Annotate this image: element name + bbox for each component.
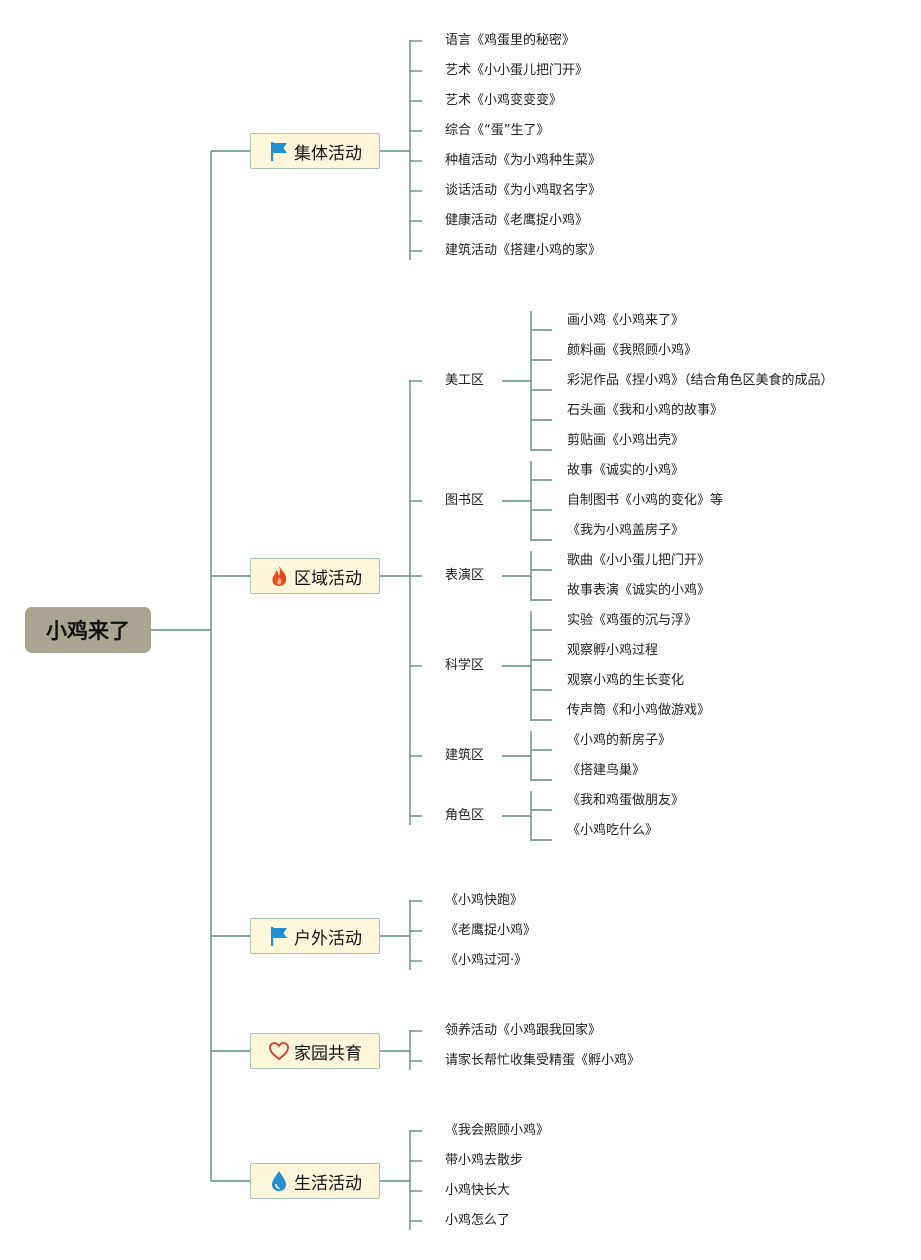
activity-item: 小鸡快长大 (445, 1183, 511, 1198)
activity-item: 《小鸡的新房子》 (567, 733, 672, 748)
zone-label: 科学区 (445, 658, 485, 673)
category-node[interactable]: 区域活动 (250, 558, 380, 594)
flag-icon (268, 140, 290, 162)
category-label: 户外活动 (294, 928, 362, 949)
activity-item: 语言《鸡蛋里的秘密》 (445, 33, 576, 48)
category-node[interactable]: 家园共育 (250, 1033, 380, 1069)
zone-label: 表演区 (445, 568, 485, 583)
activity-item: 自制图书《小鸡的变化》等 (567, 493, 724, 508)
activity-item: 种植活动《为小鸡种生菜》 (445, 153, 602, 168)
activity-item: 故事《诚实的小鸡》 (567, 463, 685, 478)
flag-icon (268, 925, 290, 947)
activity-item: 颜料画《我照顾小鸡》 (567, 343, 698, 358)
activity-item: 画小鸡《小鸡来了》 (567, 313, 685, 328)
activity-item: 综合《“蛋”生了》 (445, 123, 550, 138)
zone-label: 图书区 (445, 493, 485, 508)
category-node[interactable]: 生活活动 (250, 1163, 380, 1199)
activity-item: 观察孵小鸡过程 (567, 643, 659, 658)
activity-item: 艺术《小小蛋儿把门开》 (445, 63, 589, 78)
category-label: 家园共育 (294, 1043, 362, 1064)
activity-item: 谈话活动《为小鸡取名字》 (445, 183, 602, 198)
activity-item: 《小鸡快跑》 (445, 893, 524, 908)
activity-item: 彩泥作品《捏小鸡》（结合角色区美食的成品） (567, 373, 834, 388)
activity-item: 建筑活动《搭建小鸡的家》 (445, 243, 602, 258)
activity-item: 石头画《我和小鸡的故事》 (567, 403, 724, 418)
water-drop-icon (268, 1170, 290, 1192)
activity-item: 健康活动《老鹰捉小鸡》 (445, 213, 589, 228)
activity-item: 《我会照顾小鸡》 (445, 1123, 550, 1138)
activity-item: 歌曲《小小蛋儿把门开》 (567, 553, 711, 568)
activity-item: 《我为小鸡盖房子》 (567, 523, 685, 538)
category-label: 集体活动 (294, 143, 362, 164)
activity-item: 剪贴画《小鸡出壳》 (567, 433, 685, 448)
zone-label: 角色区 (445, 808, 485, 823)
activity-item: 故事表演《诚实的小鸡》 (567, 583, 711, 598)
activity-item: 《小鸡过河·》 (445, 953, 528, 968)
category-label: 区域活动 (294, 568, 362, 589)
category-node[interactable]: 户外活动 (250, 918, 380, 954)
activity-item: 传声筒《和小鸡做游戏》 (567, 703, 711, 718)
category-node[interactable]: 集体活动 (250, 133, 380, 169)
category-label: 生活活动 (294, 1173, 362, 1194)
activity-item: 《搭建鸟巢》 (567, 763, 646, 778)
root-node[interactable]: 小鸡来了 (25, 607, 151, 653)
zone-label: 美工区 (445, 373, 485, 388)
activity-item: 实验《鸡蛋的沉与浮》 (567, 613, 698, 628)
root-label: 小鸡来了 (46, 619, 130, 643)
activity-item: 《小鸡吃什么》 (567, 823, 659, 838)
activity-item: 请家长帮忙收集受精蛋《孵小鸡》 (445, 1053, 641, 1068)
activity-item: 《我和鸡蛋做朋友》 (567, 793, 685, 808)
fire-icon (268, 565, 290, 587)
activity-item: 艺术《小鸡变变变》 (445, 93, 563, 108)
activity-item: 小鸡怎么了 (445, 1213, 511, 1228)
activity-item: 领养活动《小鸡跟我回家》 (445, 1023, 602, 1038)
heart-icon (268, 1040, 290, 1062)
activity-item: 带小鸡去散步 (445, 1153, 524, 1168)
zone-label: 建筑区 (445, 748, 485, 763)
activity-item: 《老鹰捉小鸡》 (445, 923, 537, 938)
activity-item: 观察小鸡的生长变化 (567, 673, 685, 688)
